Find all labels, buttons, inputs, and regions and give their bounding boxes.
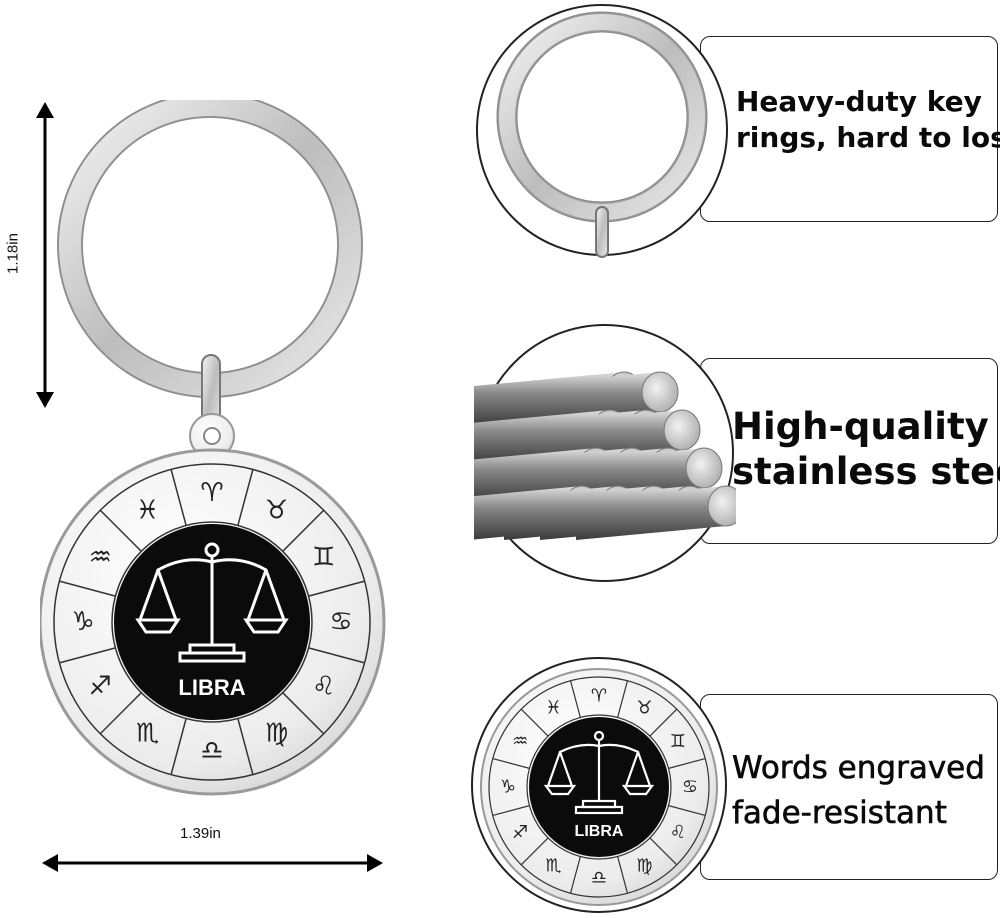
zodiac-divider <box>59 647 116 664</box>
zodiac-symbol: ♈ <box>200 478 223 508</box>
zodiac-symbol: ♐ <box>89 672 112 702</box>
zodiac-divider <box>520 837 549 866</box>
zodiac-symbol: ♓ <box>545 698 561 719</box>
zodiac-symbol: ♊ <box>312 543 335 573</box>
feature-line: Words engraved <box>732 750 986 787</box>
height-label: 1.18in <box>4 233 22 274</box>
zodiac-divider <box>170 718 187 775</box>
zodiac-divider <box>237 469 254 526</box>
zodiac-divider <box>649 708 678 737</box>
steel-rod-end <box>707 485 736 527</box>
zodiac-divider <box>308 647 365 664</box>
steel-rod-end <box>641 371 679 413</box>
zodiac-symbol: ♓ <box>136 495 159 525</box>
key-ring-image <box>476 4 728 258</box>
zodiac-symbol: ♌ <box>312 672 335 702</box>
zodiac-symbol: ♈ <box>591 686 607 707</box>
zodiac-symbol: ♏ <box>136 719 159 749</box>
zodiac-symbol: ♍ <box>636 855 652 876</box>
engraved-disc-image: LIBRA ♓ ♈ ♉ ♊ ♋ ♌ ♍ ♎ ♏ ♐ ♑ ♒ <box>471 657 727 913</box>
zodiac-divider <box>569 680 581 718</box>
zodiac-symbol: ♊ <box>670 731 686 752</box>
detail-libra-label: LIBRA <box>575 823 624 840</box>
feature-line: rings, hard to lose <box>736 120 1000 154</box>
zodiac-divider <box>668 805 706 817</box>
feature-line: fade-resistant <box>732 794 947 832</box>
feature-card-key-ring <box>700 36 998 222</box>
steel-rod-end <box>663 409 701 451</box>
zodiac-symbol: ♎ <box>200 736 223 766</box>
zodiac-divider <box>492 805 530 817</box>
steel-rods-image <box>474 324 736 582</box>
zodiac-divider <box>569 856 581 894</box>
zodiac-divider <box>668 757 706 769</box>
width-arrow <box>42 854 383 872</box>
zodiac-symbol: ♋ <box>682 777 698 798</box>
zodiac-divider <box>59 580 116 597</box>
feature-text-stainless-steel: High-quality stainless steel <box>732 404 1000 494</box>
feature-card-stainless-steel <box>700 358 998 544</box>
zodiac-symbol: ♉ <box>636 698 652 719</box>
zodiac-divider <box>308 580 365 597</box>
height-dimension <box>30 100 60 410</box>
zodiac-divider <box>282 509 325 552</box>
zodiac-divider <box>99 509 142 552</box>
zodiac-symbol: ♑ <box>71 607 94 637</box>
zodiac-symbol: ♌ <box>670 822 686 843</box>
zodiac-divider <box>649 837 678 866</box>
zodiac-divider <box>520 708 549 737</box>
zodiac-divider <box>170 469 187 526</box>
zodiac-divider <box>492 757 530 769</box>
width-dimension <box>40 848 385 878</box>
width-label: 1.39in <box>180 825 221 842</box>
zodiac-symbol: ♍ <box>265 719 288 749</box>
steel-rods-closeup <box>474 322 736 584</box>
zodiac-divider <box>237 718 254 775</box>
zodiac-divider <box>617 680 629 718</box>
feature-text-engraved: Words engraved fade-resistant <box>732 746 986 836</box>
zodiac-divider <box>99 692 142 735</box>
main-keychain: LIBRA ♓ ♈ ♉ ♊ ♋ ♌ ♍ ♎ ♏ ♐ ♑ ♒ <box>40 100 390 800</box>
key-ring-closeup <box>472 2 732 262</box>
height-arrow <box>36 102 54 408</box>
zodiac-symbol: ♒ <box>512 731 528 752</box>
zodiac-symbol: ♒ <box>89 543 112 573</box>
zodiac-divider <box>282 692 325 735</box>
steel-rod <box>576 486 726 540</box>
feature-text-key-ring: Heavy-duty key rings, hard to lose <box>736 84 1000 156</box>
feature-card-engraved <box>700 694 998 880</box>
keychain-image: LIBRA ♓ ♈ ♉ ♊ ♋ ♌ ♍ ♎ ♏ ♐ ♑ ♒ <box>40 100 386 796</box>
feature-line: High-quality <box>732 405 989 448</box>
zodiac-symbol: ♏ <box>545 855 561 876</box>
feature-line: Heavy-duty key <box>736 85 982 118</box>
feature-line: stainless steel <box>732 450 1000 494</box>
zodiac-symbol: ♉ <box>265 495 288 525</box>
zodiac-divider <box>617 856 629 894</box>
zodiac-symbol: ♎ <box>591 868 607 889</box>
main-libra-label: LIBRA <box>178 675 245 700</box>
engraved-closeup: LIBRA ♓ ♈ ♉ ♊ ♋ ♌ ♍ ♎ ♏ ♐ ♑ ♒ <box>470 656 728 914</box>
zodiac-symbol: ♋ <box>329 607 352 637</box>
zodiac-symbol: ♑ <box>500 777 516 798</box>
zodiac-symbol: ♐ <box>512 822 528 843</box>
steel-rod-end <box>685 447 723 489</box>
